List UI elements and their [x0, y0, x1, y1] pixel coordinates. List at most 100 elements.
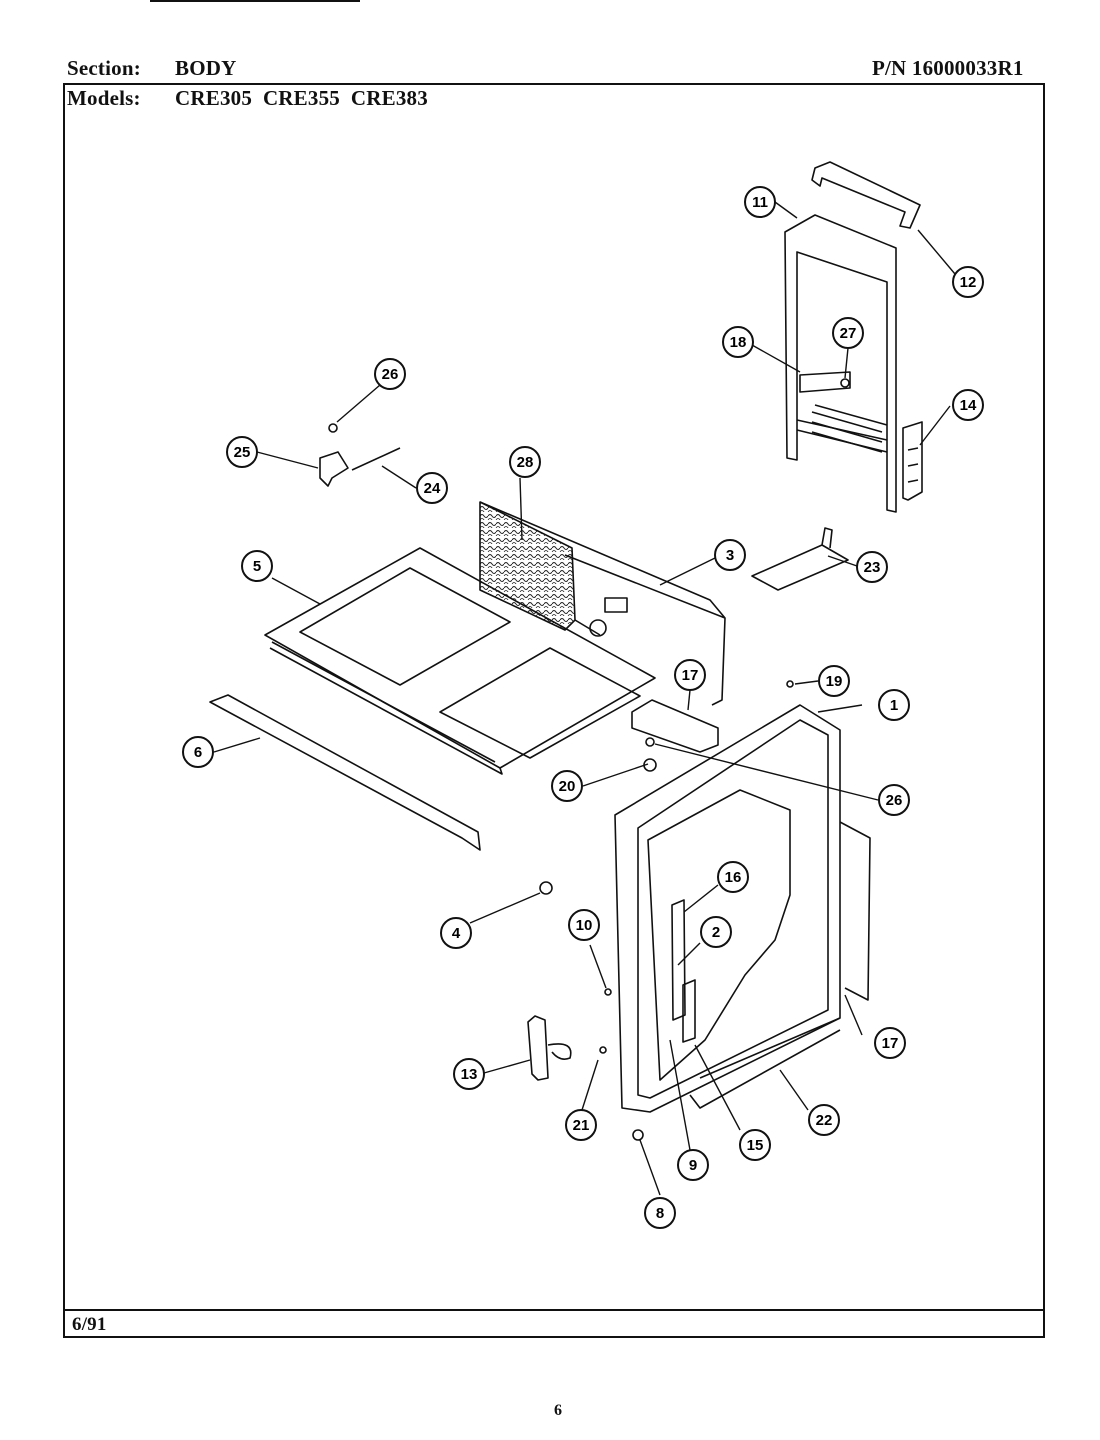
page-number: 6: [554, 1402, 563, 1419]
callout-number: 25: [234, 444, 251, 461]
footer-rule: [63, 1309, 1045, 1311]
callout-circle: [416, 472, 448, 504]
callout-number: 16: [725, 869, 742, 886]
revision-date: 6/91: [72, 1314, 107, 1335]
callout-number: 5: [253, 558, 261, 575]
callout-circle: [952, 266, 984, 298]
callout-23: 23: [856, 551, 888, 583]
callout-9: 9: [677, 1149, 709, 1181]
callout-number: 27: [840, 325, 857, 342]
callout-circle: [856, 551, 888, 583]
clip-27: [840, 378, 850, 388]
clip-part: [319, 451, 349, 487]
scan-edge-line: [150, 0, 360, 2]
side-bracket-part: [902, 421, 923, 501]
callout-number: 19: [826, 673, 843, 690]
callout-number: 9: [689, 1157, 697, 1174]
callout-27: 27: [832, 317, 864, 349]
callout-18: 18: [722, 326, 754, 358]
hinge-part: [527, 1015, 572, 1081]
callout-number: 23: [864, 559, 881, 576]
strip-15-part: [682, 979, 696, 1043]
callout-circle: [374, 358, 406, 390]
callout-circle: [952, 389, 984, 421]
callout-circle: [739, 1129, 771, 1161]
callout-circle: [808, 1104, 840, 1136]
screw-19: [786, 680, 794, 688]
callout-circle: [674, 659, 706, 691]
callout-circle: [717, 861, 749, 893]
wire-part: [351, 447, 401, 471]
callout-circle: [832, 317, 864, 349]
insulation-part: [479, 501, 576, 631]
callout-circle: [453, 1058, 485, 1090]
callout-22: 22: [808, 1104, 840, 1136]
callout-number: 24: [424, 480, 441, 497]
callout-circle: [818, 665, 850, 697]
rear-panel-part: [479, 501, 726, 706]
callout-circle: [878, 784, 910, 816]
callout-26: 26: [374, 358, 406, 390]
callout-number: 17: [882, 1035, 899, 1052]
screw-26-top: [328, 423, 338, 433]
cooktop-part: [264, 547, 656, 775]
callout-number: 22: [816, 1112, 833, 1129]
back-panel-frame-part: [784, 214, 897, 513]
callout-number: 14: [960, 397, 977, 414]
callout-25: 25: [226, 436, 258, 468]
callout-number: 18: [730, 334, 747, 351]
callout-number: 1: [890, 697, 898, 714]
rear-panel-cutout: [604, 597, 628, 613]
callout-number: 2: [712, 924, 720, 941]
callout-number: 20: [559, 778, 576, 795]
callout-6: 6: [182, 736, 214, 768]
callout-circle: [565, 1109, 597, 1141]
callout-number: 13: [461, 1066, 478, 1083]
callout-15: 15: [739, 1129, 771, 1161]
callout-circle: [644, 1197, 676, 1229]
rear-panel-hole: [589, 619, 607, 637]
section-label: Section:: [67, 56, 141, 80]
callout-circle: [714, 539, 746, 571]
callout-number: 28: [517, 454, 534, 471]
callout-number: 8: [656, 1205, 664, 1222]
clip-10: [604, 988, 612, 996]
callout-circle: [226, 436, 258, 468]
strip-16-part: [671, 899, 686, 1021]
models-label: Models:: [67, 86, 141, 110]
callout-circle: [182, 736, 214, 768]
callout-circle: [874, 1027, 906, 1059]
callout-28: 28: [509, 446, 541, 478]
callout-17: 17: [874, 1027, 906, 1059]
clip-21: [599, 1046, 607, 1054]
callout-number: 17: [682, 667, 699, 684]
diagram-frame: [63, 83, 1045, 1338]
callout-number: 6: [194, 744, 202, 761]
callout-circle: [722, 326, 754, 358]
callout-2: 2: [700, 916, 732, 948]
callout-circle: [551, 770, 583, 802]
callout-circle: [677, 1149, 709, 1181]
callout-21: 21: [565, 1109, 597, 1141]
callout-24: 24: [416, 472, 448, 504]
callout-8: 8: [644, 1197, 676, 1229]
callout-circle: [878, 689, 910, 721]
callout-circle: [241, 550, 273, 582]
callout-17: 17: [674, 659, 706, 691]
models-value: CRE305 CRE355 CRE383: [175, 86, 428, 110]
leader-lines: [213, 201, 956, 1196]
top-cap-part: [811, 161, 921, 229]
callout-1: 1: [878, 689, 910, 721]
front-rail-part: [209, 694, 481, 851]
callout-4: 4: [440, 917, 472, 949]
callout-number: 10: [576, 917, 593, 934]
callout-19: 19: [818, 665, 850, 697]
callout-number: 15: [747, 1137, 764, 1154]
callout-12: 12: [952, 266, 984, 298]
section-value: BODY: [175, 56, 237, 80]
callout-11: 11: [744, 186, 776, 218]
callout-number: 26: [382, 366, 399, 383]
callout-16: 16: [717, 861, 749, 893]
callout-10: 10: [568, 909, 600, 941]
